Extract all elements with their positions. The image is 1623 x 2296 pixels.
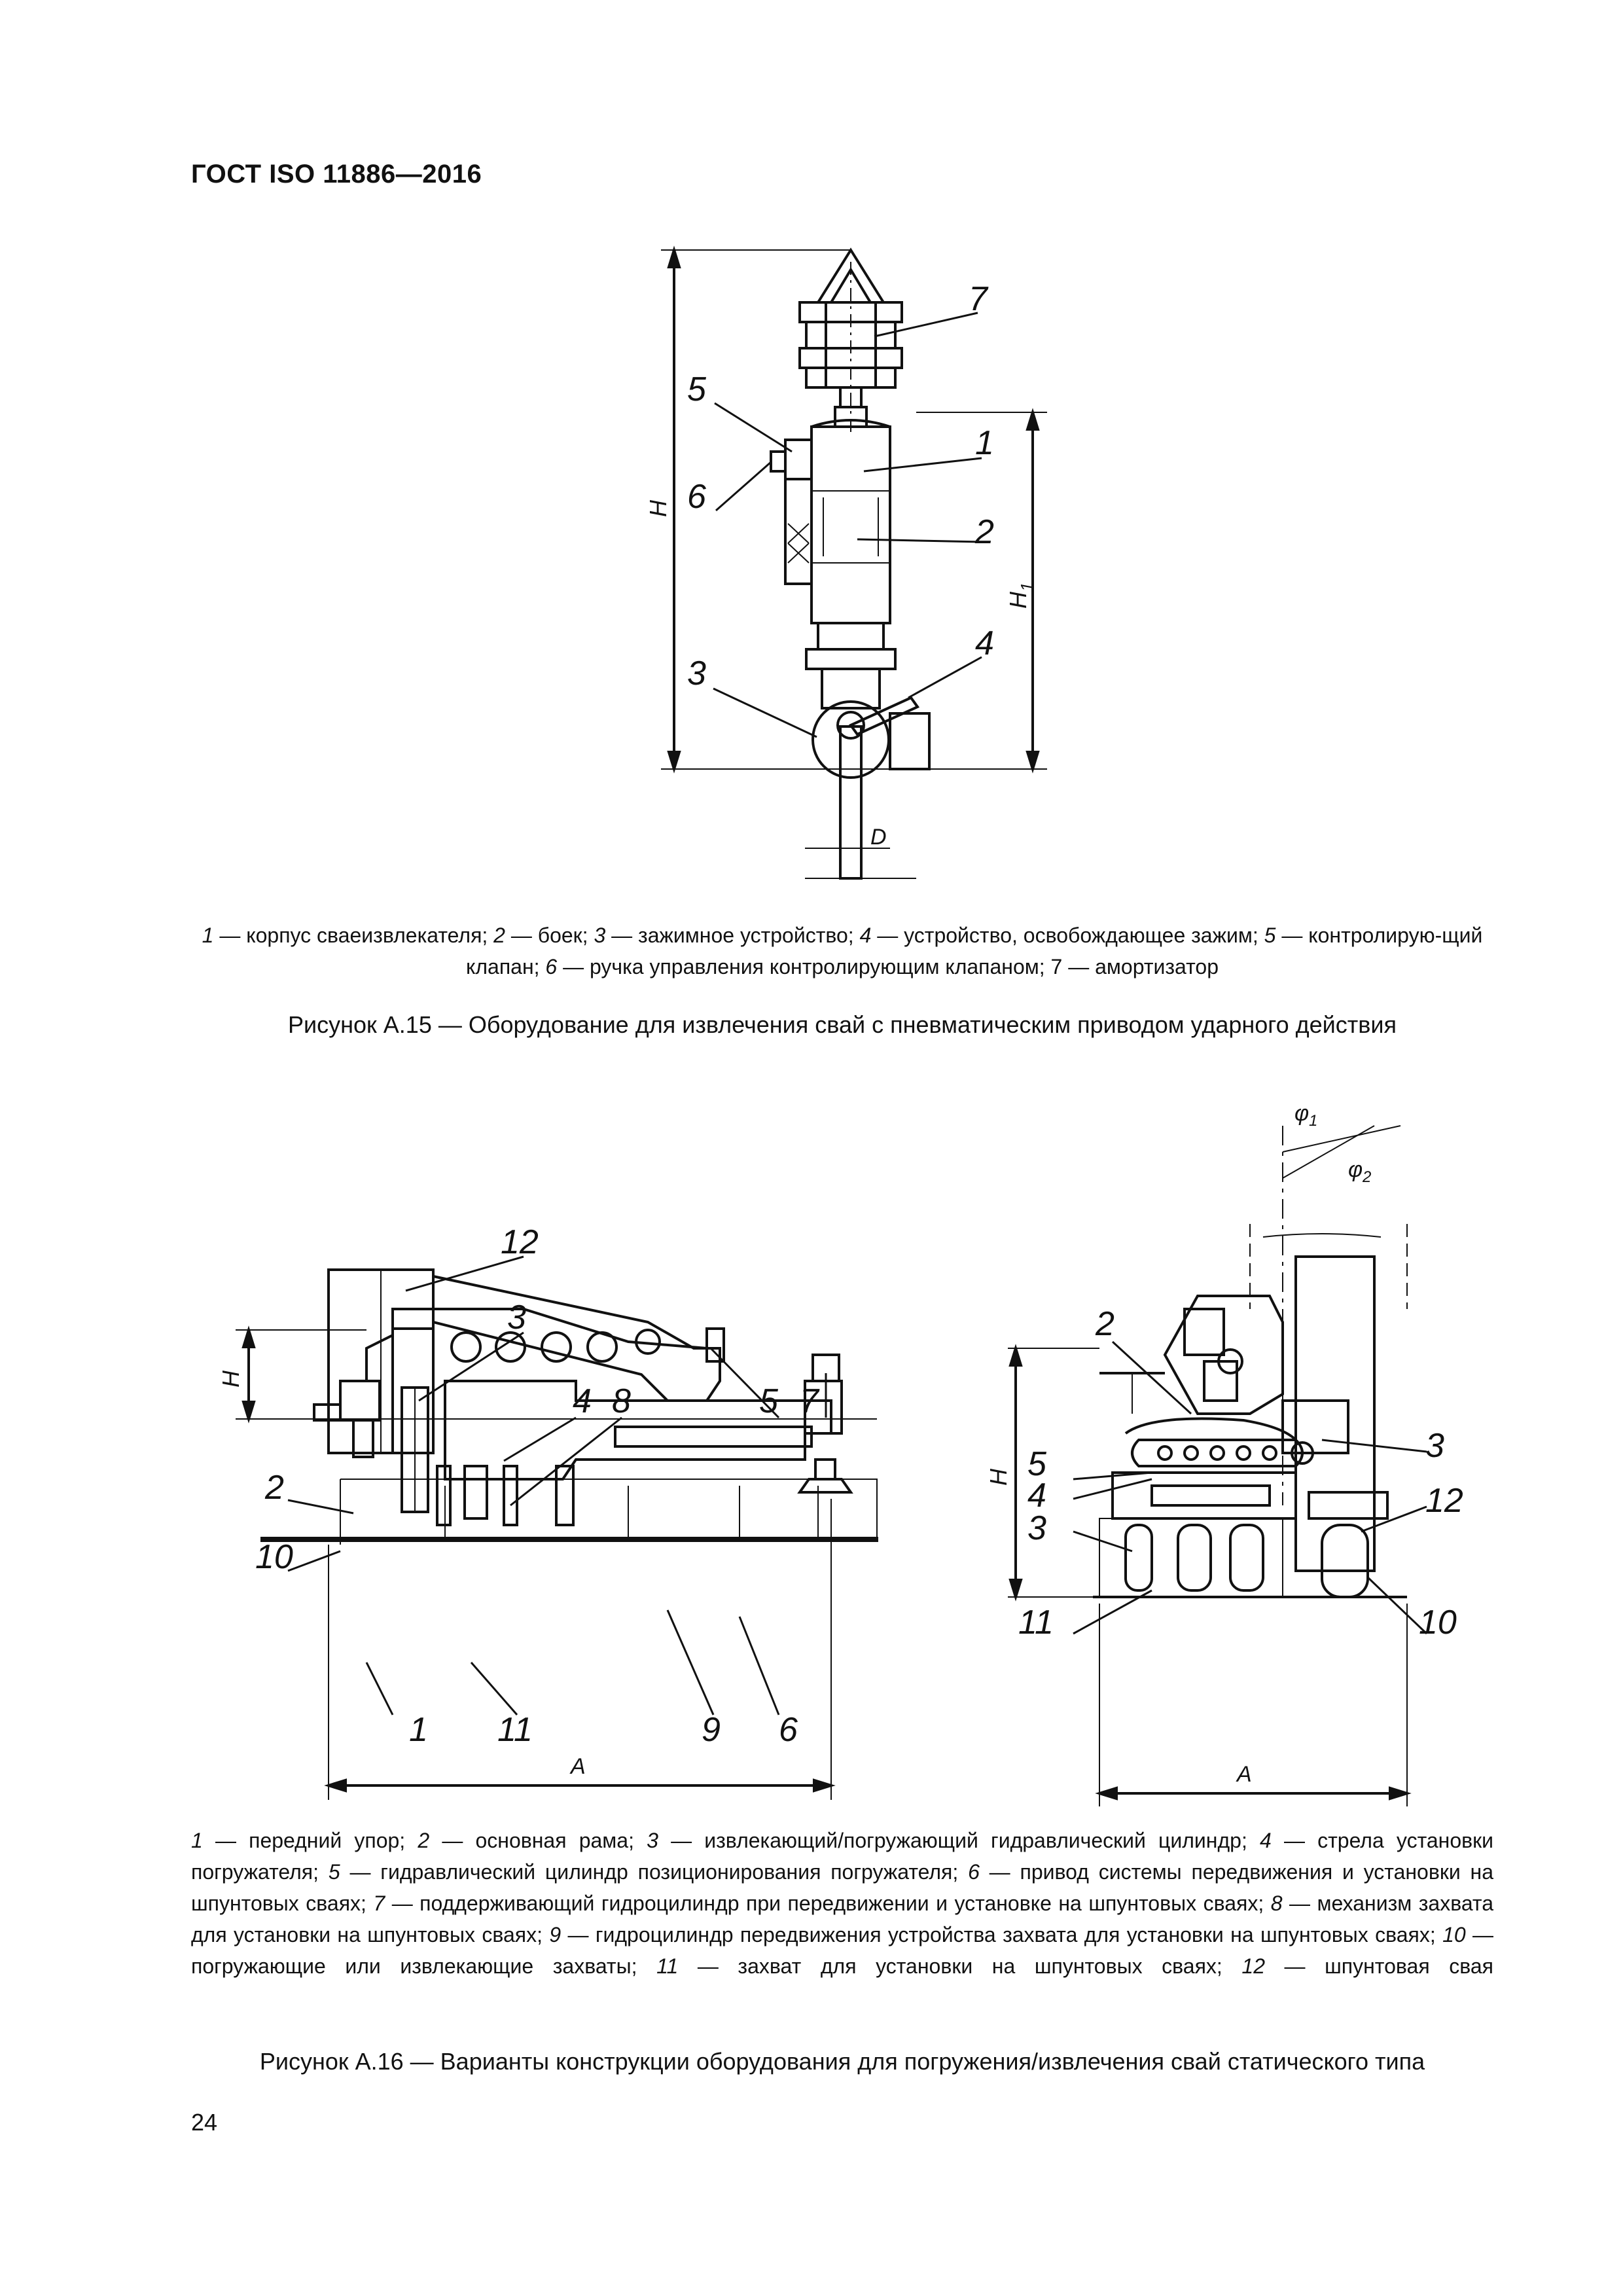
a16-legend-text-2: — основная рама; — [429, 1829, 647, 1852]
a16-legend-num-12: 12 — [1241, 1954, 1265, 1978]
a16-legend-num-4: 4 — [1260, 1829, 1272, 1852]
a16-right-label-12: 12 — [1425, 1482, 1463, 1520]
a15-label-2: 2 — [974, 513, 994, 551]
a16-left-label-9: 9 — [702, 1711, 721, 1749]
a16-right-label-10: 10 — [1419, 1604, 1457, 1641]
figure-a15-legend: 1 — корпус сваеизвлекателя; 2 — боек; 3 … — [191, 920, 1493, 982]
figure-a16-right-labels: 2 3 5 4 3 12 11 10 H A φ 1 φ 2 — [985, 1101, 1463, 1787]
a16-left-dim-h: H — [217, 1370, 244, 1388]
a15-dim-h: H — [645, 499, 671, 517]
a16-legend-text-11: — захват для установки на шпунтовых свая… — [678, 1954, 1242, 1978]
a16-legend-num-3: 3 — [647, 1829, 658, 1852]
a16-legend-num-7: 7 — [373, 1892, 385, 1915]
a15-label-3: 3 — [687, 655, 706, 692]
a15-legend-num-5: 5 — [1264, 924, 1276, 947]
a16-legend-text-12: — шпунтовая свая — [1264, 1954, 1494, 1978]
figure-a15-drawing — [661, 245, 1047, 880]
a15-legend-text-3: — зажимное устройство; — [605, 924, 860, 947]
a15-legend-text-2: — боек; — [505, 924, 594, 947]
a16-legend-num-2: 2 — [418, 1829, 430, 1852]
a16-left-label-4: 4 — [573, 1382, 592, 1420]
a16-legend-text-5: — гидравлический цилиндр позиционировани… — [340, 1860, 969, 1884]
a16-left-label-5: 5 — [759, 1382, 779, 1420]
a16-left-label-7: 7 — [800, 1382, 820, 1420]
a16-dim-phi1-sub: 1 — [1309, 1112, 1317, 1130]
a16-left-label-6: 6 — [779, 1711, 798, 1749]
a15-label-4: 4 — [975, 624, 994, 662]
a15-legend-num-4: 4 — [859, 924, 872, 947]
a16-legend-num-8: 8 — [1270, 1892, 1283, 1915]
a16-legend-text-10: — погружающие или извлекающие захваты; — [191, 1923, 1494, 1978]
figure-a16-left-drawing — [236, 1255, 878, 1800]
a16-legend-num-5: 5 — [328, 1860, 340, 1884]
figure-a16-right-drawing — [1008, 1125, 1428, 1806]
a15-legend-text-5: — контролирую-щий клапан; — [465, 924, 1483, 978]
a15-legend-text-6: — ручка управления контролирующим клапан… — [557, 955, 1219, 978]
a16-left-label-1: 1 — [409, 1711, 428, 1749]
page-number: 24 — [191, 2109, 218, 2136]
a16-legend-text-6: — привод системы передвижения и установк… — [191, 1860, 1494, 1915]
a16-legend-num-1: 1 — [191, 1829, 203, 1852]
a16-left-label-12: 12 — [501, 1223, 539, 1261]
a16-legend-text-3: — извлекающий/погружающий гидравлический… — [658, 1829, 1260, 1852]
a16-legend-text-1: — передний упор; — [202, 1829, 418, 1852]
a16-right-label-5: 5 — [1027, 1445, 1047, 1483]
a16-right-label-3-top: 3 — [1425, 1427, 1444, 1465]
a16-legend-num-10: 10 — [1442, 1923, 1466, 1946]
a16-left-label-3: 3 — [507, 1299, 526, 1336]
figure-a16-title: Рисунок А.16 — Варианты конструкции обор… — [259, 2048, 1425, 2075]
a15-legend-text-1: — корпус сваеизвлекателя; — [213, 924, 494, 947]
figure-a16-left-labels: 12 3 4 8 5 7 2 10 1 11 9 6 H A — [217, 1223, 820, 1779]
a16-dim-phi1: φ — [1294, 1101, 1309, 1126]
figure-a15-title: Рисунок А.15 — Оборудование для извлечен… — [288, 1011, 1397, 1038]
a15-legend-num-2: 2 — [493, 924, 505, 947]
a15-label-6: 6 — [687, 478, 706, 516]
a16-right-label-4: 4 — [1027, 1477, 1046, 1515]
a16-right-label-11: 11 — [1018, 1604, 1054, 1641]
a16-left-label-2: 2 — [264, 1469, 284, 1507]
a16-dim-phi2-sub: 2 — [1362, 1168, 1371, 1186]
a15-label-1: 1 — [975, 424, 994, 462]
a16-right-dim-h: H — [985, 1468, 1012, 1486]
figure-a16-legend: 1 — передний упор; 2 — основная рама; 3 … — [191, 1825, 1493, 1982]
figure-a15-labels: 7 5 1 6 2 4 3 H H 1 D — [645, 280, 1037, 850]
a15-dim-h1-sub: 1 — [1017, 583, 1037, 592]
a15-legend-text-4: — устройство, освобождающее зажим; — [871, 924, 1264, 947]
a16-left-label-8: 8 — [612, 1382, 631, 1420]
a16-legend-text-4: — стрела установки погружателя; — [191, 1829, 1494, 1884]
a16-right-label-3-bottom: 3 — [1027, 1509, 1046, 1547]
a16-legend-text-7: — поддерживающий гидроцилиндр при передв… — [385, 1892, 1271, 1915]
a15-dim-h1: H — [1005, 591, 1031, 609]
a16-left-label-10: 10 — [255, 1538, 293, 1576]
a15-label-5: 5 — [687, 370, 707, 408]
a16-dim-phi2: φ — [1348, 1157, 1363, 1182]
a15-legend-num-3: 3 — [594, 924, 606, 947]
a15-legend-num-1: 1 — [202, 924, 214, 947]
a16-legend-text-9: — гидроцилиндр передвижения устройства з… — [561, 1923, 1443, 1946]
a15-legend-num-6: 6 — [545, 955, 558, 978]
a16-legend-num-9: 9 — [549, 1923, 562, 1946]
a15-label-7: 7 — [969, 280, 989, 318]
a16-left-label-11: 11 — [497, 1711, 533, 1749]
a16-right-dim-a: A — [1236, 1762, 1252, 1787]
a16-right-label-2: 2 — [1095, 1305, 1115, 1343]
a16-legend-num-11: 11 — [656, 1954, 679, 1978]
a16-legend-text-8: — механизм захвата для установки на шпун… — [191, 1892, 1494, 1946]
document-header: ГОСТ ISO 11886—2016 — [191, 160, 482, 188]
a15-dim-d: D — [870, 825, 887, 850]
a16-legend-num-6: 6 — [968, 1860, 980, 1884]
a16-left-dim-a: A — [569, 1754, 586, 1779]
